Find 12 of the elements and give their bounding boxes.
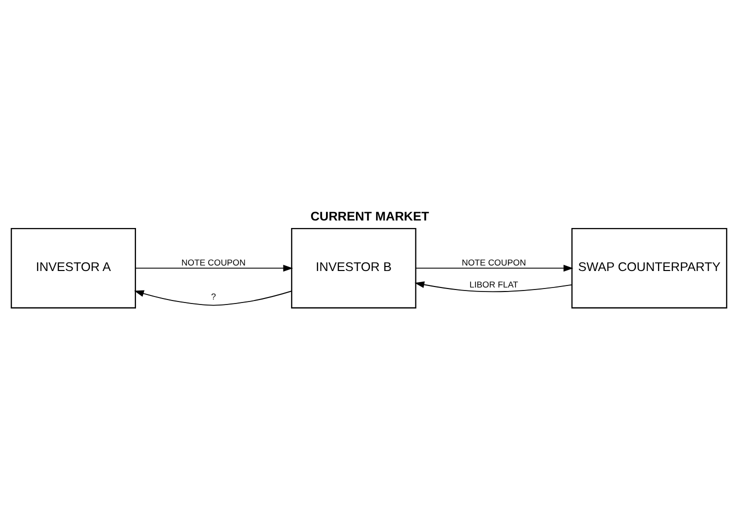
node-box: INVESTOR B <box>291 228 416 308</box>
arrow <box>414 281 572 292</box>
edge-label: NOTE COUPON <box>462 258 526 268</box>
edge-label: NOTE COUPON <box>181 258 246 268</box>
edge-label: LIBOR FLAT <box>469 280 518 290</box>
arrow <box>134 290 292 306</box>
diagram-title: CURRENT MARKET <box>310 210 430 224</box>
edge-label: ? <box>211 291 216 302</box>
arrow <box>415 264 574 272</box>
node-box: INVESTOR A <box>10 228 136 308</box>
arrow <box>135 264 293 272</box>
node-box: SWAP COUNTERPARTY <box>571 228 728 308</box>
